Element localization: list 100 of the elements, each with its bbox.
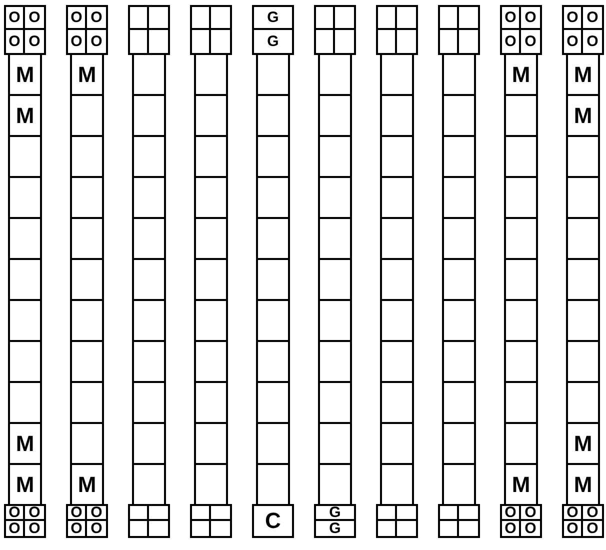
column-cell	[442, 299, 476, 342]
cell-letter: O	[90, 505, 102, 520]
column-cell	[380, 463, 414, 506]
column-cell	[504, 340, 538, 383]
column-cell	[318, 422, 352, 465]
cap-cell	[85, 5, 108, 30]
cell-letter: O	[566, 505, 578, 520]
cell-letter: O	[8, 521, 20, 536]
cell-letter: O	[586, 34, 598, 49]
column-cell	[256, 135, 290, 178]
column-cell	[194, 258, 228, 301]
cell-letter: O	[524, 34, 536, 49]
cell-letter: M	[16, 104, 34, 126]
cell-letter: M	[16, 474, 34, 496]
column-cell	[8, 422, 42, 465]
cap-cell	[457, 519, 480, 538]
cap-cell	[395, 519, 418, 538]
cell-letter: M	[574, 64, 592, 86]
cell-letter: O	[504, 10, 516, 25]
cell-letter: G	[267, 10, 279, 25]
column-cell	[318, 463, 352, 506]
column-cell	[504, 94, 538, 137]
cell-letter: M	[78, 64, 96, 86]
column-cell	[566, 217, 600, 260]
cell-letter: O	[586, 10, 598, 25]
cell-letter: O	[504, 521, 516, 536]
cell-letter: M	[16, 432, 34, 454]
column-cell	[380, 94, 414, 137]
cell-letter: M	[78, 474, 96, 496]
column-cell	[566, 176, 600, 219]
cell-letter: O	[70, 34, 82, 49]
column-cell	[566, 381, 600, 424]
column-cell	[442, 53, 476, 96]
column-cell	[132, 217, 166, 260]
cap-cell	[519, 5, 542, 30]
column-cell	[380, 340, 414, 383]
column-cell	[256, 258, 290, 301]
column-cell	[8, 217, 42, 260]
column-cell	[132, 463, 166, 506]
column-cell	[442, 340, 476, 383]
column-cell	[8, 463, 42, 506]
column-cell	[8, 135, 42, 178]
cap-cell	[252, 28, 294, 55]
cell-letter: O	[90, 10, 102, 25]
cell-letter: O	[90, 34, 102, 49]
cap-cell	[128, 519, 149, 538]
column-cell	[318, 381, 352, 424]
column-cell	[70, 463, 104, 506]
column-cell	[8, 381, 42, 424]
column-cell	[380, 258, 414, 301]
column-cell	[8, 258, 42, 301]
column-cell	[504, 381, 538, 424]
column-cell	[256, 381, 290, 424]
cell-letter: M	[512, 474, 530, 496]
cap-cell	[23, 519, 46, 538]
column-cell	[8, 299, 42, 342]
column-cell	[504, 217, 538, 260]
column-cell	[70, 258, 104, 301]
cell-letter: G	[267, 34, 279, 49]
cap-cell	[23, 5, 46, 30]
column-cell	[256, 53, 290, 96]
column-cell	[566, 53, 600, 96]
cap-cell	[209, 5, 232, 30]
column-cell	[442, 422, 476, 465]
cap-cell	[581, 519, 604, 538]
column-cell	[380, 135, 414, 178]
column-cell	[256, 463, 290, 506]
column-cell	[256, 94, 290, 137]
column-cell	[132, 53, 166, 96]
column-cell	[442, 217, 476, 260]
column-cell	[194, 217, 228, 260]
column-cell	[256, 422, 290, 465]
cap-cell	[66, 519, 87, 538]
cell-letter: O	[70, 10, 82, 25]
column-cell	[566, 94, 600, 137]
column-cell	[70, 94, 104, 137]
column-cell	[132, 381, 166, 424]
column-cell	[442, 381, 476, 424]
cell-letter: O	[586, 505, 598, 520]
column-cell	[194, 94, 228, 137]
column-cell	[194, 463, 228, 506]
column-cell	[504, 258, 538, 301]
column-cell	[132, 258, 166, 301]
column-cell	[504, 422, 538, 465]
column-cell	[442, 176, 476, 219]
cell-letter: O	[504, 34, 516, 49]
column-cell	[132, 340, 166, 383]
cell-letter: C	[265, 510, 281, 532]
column-cell	[194, 422, 228, 465]
cell-letter: O	[566, 34, 578, 49]
column-cell	[566, 299, 600, 342]
cap-cell	[314, 519, 356, 538]
column-cell	[442, 135, 476, 178]
cell-letter: O	[524, 10, 536, 25]
column-cell	[442, 258, 476, 301]
cap-cell	[147, 519, 170, 538]
column-cell	[8, 53, 42, 96]
cell-letter: O	[566, 521, 578, 536]
column-cell	[318, 94, 352, 137]
column-cell	[70, 217, 104, 260]
